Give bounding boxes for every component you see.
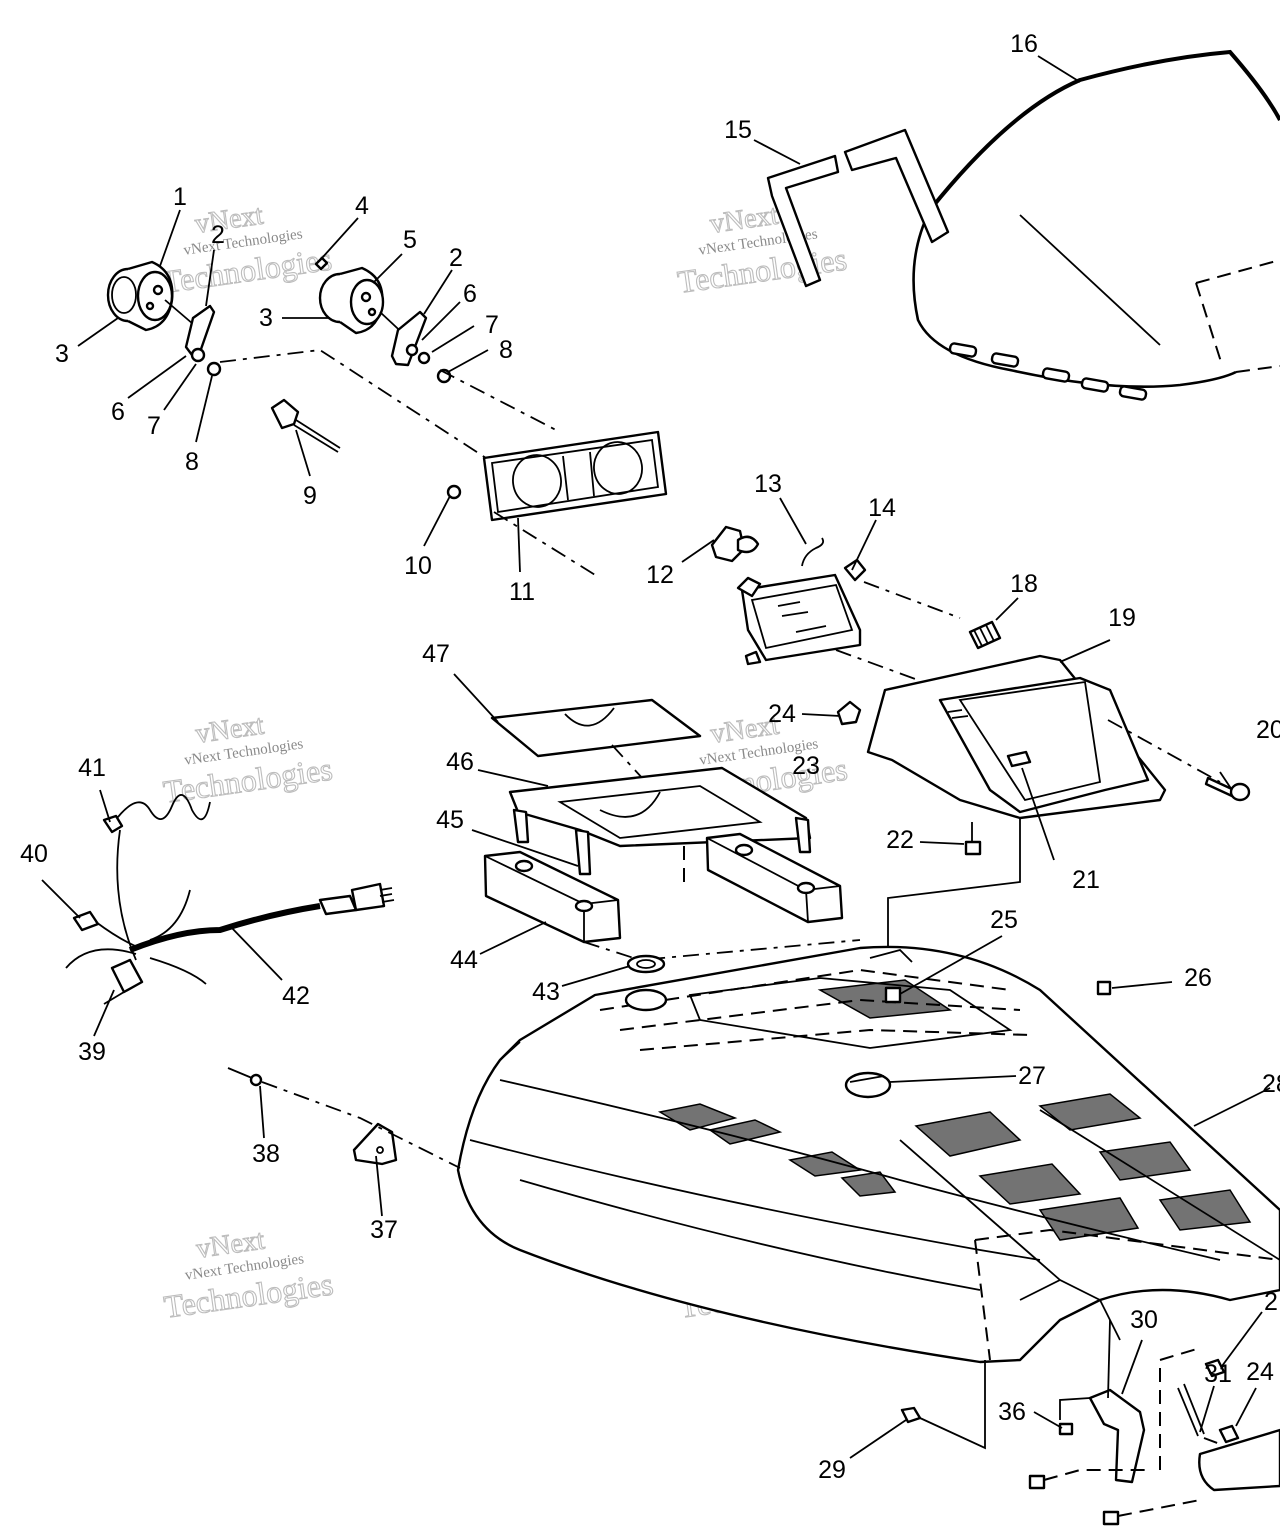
- callout-40: 40: [20, 840, 48, 868]
- callout-2: 2: [211, 221, 225, 249]
- callout-2-bottom: 2: [1264, 1288, 1278, 1316]
- clip-24-top: [836, 700, 862, 726]
- callout-15: 15: [724, 116, 752, 144]
- watermark-top-center: vNext vNext Technologies Technologies: [675, 199, 850, 300]
- bolt-26: [1096, 980, 1112, 996]
- callout-12: 12: [646, 561, 674, 589]
- callout-6-right: 6: [463, 280, 477, 308]
- callout-47: 47: [422, 640, 450, 668]
- callout-6: 6: [111, 398, 125, 426]
- bolt-22: [964, 822, 982, 856]
- side-bracket: [352, 1122, 398, 1166]
- gasket-plate: [490, 698, 702, 758]
- spacer-block-right: [705, 832, 844, 924]
- leader-housing-to-bolt20: [1107, 719, 1221, 783]
- callout-45: 45: [436, 806, 464, 834]
- leader-gauge-left-to-plate: [219, 349, 487, 459]
- callout-7: 7: [147, 412, 161, 440]
- gauge-right: [314, 256, 452, 384]
- callout-30: 30: [1130, 1306, 1158, 1334]
- callout-41: 41: [78, 754, 106, 782]
- callout-26: 26: [1184, 964, 1212, 992]
- housing-mount-line: [887, 818, 1021, 968]
- callout-19: 19: [1108, 604, 1136, 632]
- callout-2-right: 2: [449, 244, 463, 272]
- callout-29: 29: [818, 1456, 846, 1484]
- watermark-mid-left: vNext vNext Technologies Technologies: [161, 709, 336, 810]
- callout-13: 13: [754, 470, 782, 498]
- hood: [456, 945, 1280, 1364]
- callout-24-bottom: 24: [1246, 1358, 1274, 1386]
- callout-24: 24: [768, 700, 796, 728]
- callout-21: 21: [1072, 866, 1100, 894]
- leader-gauge-right-to-plate: [439, 369, 557, 431]
- callout-27: 27: [1018, 1062, 1046, 1090]
- callout-25: 25: [990, 906, 1018, 934]
- callout-3: 3: [55, 340, 69, 368]
- callout-18: 18: [1010, 570, 1038, 598]
- callout-43: 43: [532, 978, 560, 1006]
- leader-plate-down: [493, 511, 601, 579]
- callout-20: 20: [1256, 716, 1280, 744]
- sensor-probe: [270, 398, 341, 453]
- gauge-left: [106, 260, 222, 377]
- spacer-block-left: [483, 850, 622, 944]
- leader-gasket-to-bracket: [611, 744, 645, 781]
- callout-46: 46: [446, 748, 474, 776]
- callout-31: 31: [1204, 1360, 1232, 1388]
- callout-4: 4: [355, 192, 369, 220]
- callout-3-right: 3: [259, 304, 273, 332]
- bolts-bottom: [1028, 1474, 1120, 1526]
- callout-22: 22: [886, 826, 914, 854]
- bolt-36: [1058, 1422, 1074, 1436]
- callout-44: 44: [450, 946, 478, 974]
- headlight-housing: [866, 654, 1167, 820]
- callout-23: 23: [792, 752, 820, 780]
- leader-headlight-to-housing: [863, 581, 961, 619]
- headlight-assembly: [736, 537, 867, 666]
- grommet: [626, 954, 666, 974]
- hinge-bracket: [1059, 1319, 1146, 1484]
- callout-14: 14: [868, 494, 896, 522]
- spring: [968, 620, 1002, 650]
- callout-8-right: 8: [499, 336, 513, 364]
- callout-8: 8: [185, 448, 199, 476]
- callout-labels: 1 2 3 4 5 2 3 6 7 8 6 7 8 9 10 11 12 13 …: [20, 30, 1280, 1484]
- latch-rod: [1177, 1383, 1205, 1437]
- callout-7-right: 7: [485, 311, 499, 339]
- callout-16: 16: [1010, 30, 1038, 58]
- headlight-bulb: [710, 525, 760, 563]
- callout-36: 36: [998, 1398, 1026, 1426]
- windshield: [766, 49, 1280, 401]
- callout-11: 11: [509, 578, 535, 606]
- callout-38: 38: [252, 1140, 280, 1168]
- bolt-25: [884, 986, 902, 1004]
- bolt-20: [1204, 776, 1251, 802]
- callout-37: 37: [370, 1216, 398, 1244]
- callout-42: 42: [282, 982, 310, 1010]
- callout-leaders: [41, 55, 1271, 1459]
- leader-line-25: [869, 948, 913, 963]
- wiring-harness: [65, 794, 395, 1005]
- callout-10: 10: [404, 552, 432, 580]
- callout-39: 39: [78, 1038, 106, 1066]
- pin: [227, 1067, 263, 1087]
- callout-5: 5: [403, 226, 417, 254]
- callout-28: 28: [1262, 1070, 1280, 1098]
- spring-small: [1204, 1358, 1226, 1378]
- leader-headlight-to-housing-2: [835, 649, 919, 681]
- emblem: [844, 1071, 892, 1099]
- watermark-bottom-left: vNext vNext Technologies Technologies: [161, 1224, 336, 1325]
- leader-pin-to-hood: [261, 1081, 461, 1169]
- leader-line-29: [919, 1360, 986, 1450]
- instrument-panel-plate: [446, 430, 668, 522]
- callout-9: 9: [303, 482, 317, 510]
- callout-1: 1: [173, 183, 187, 211]
- latch-body: [1198, 1424, 1280, 1492]
